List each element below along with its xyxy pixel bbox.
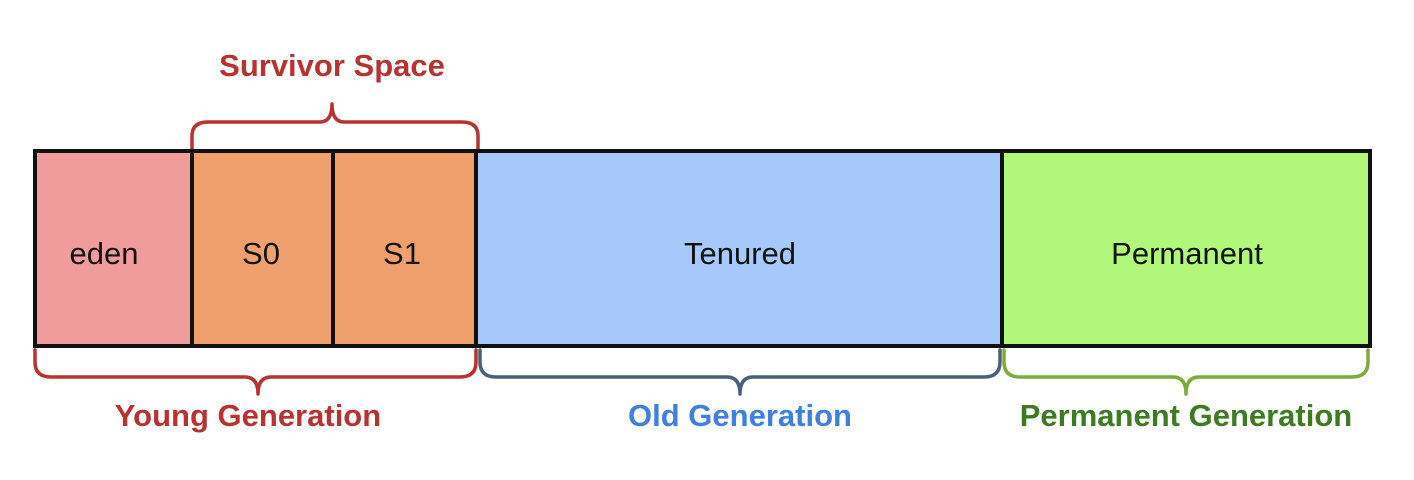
eden-label: eden xyxy=(70,236,139,271)
young-generation-brace xyxy=(33,348,478,396)
survivor-space-label: Survivor Space xyxy=(219,48,445,83)
tenured-segment xyxy=(474,149,1004,348)
old-generation-brace xyxy=(478,348,1002,396)
s1-segment xyxy=(331,149,478,348)
young-generation-label: Young Generation xyxy=(115,398,381,433)
permanent-label: Permanent xyxy=(1111,236,1263,271)
tenured-label: Tenured xyxy=(684,236,796,271)
permanent-segment xyxy=(1000,149,1372,348)
old-generation-label: Old Generation xyxy=(628,398,852,433)
s0-segment xyxy=(190,149,335,348)
permanent-generation-label: Permanent Generation xyxy=(1020,398,1352,433)
eden-segment xyxy=(33,149,194,348)
permanent-generation-brace xyxy=(1002,348,1370,396)
s0-label: S0 xyxy=(242,236,280,271)
s1-label: S1 xyxy=(383,236,421,271)
survivor-space-brace xyxy=(190,102,480,152)
